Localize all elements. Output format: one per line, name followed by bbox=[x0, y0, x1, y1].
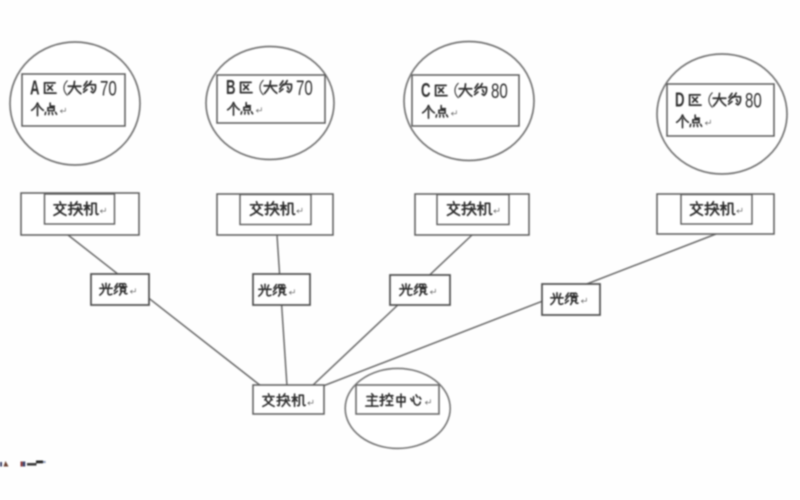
svg-text:70: 70 bbox=[100, 76, 117, 100]
svg-text:70: 70 bbox=[296, 75, 313, 99]
svg-text:B: B bbox=[226, 76, 236, 98]
svg-text:80: 80 bbox=[745, 88, 762, 112]
svg-text:C: C bbox=[421, 79, 431, 101]
svg-text:D: D bbox=[675, 89, 685, 111]
svg-text:80: 80 bbox=[491, 78, 508, 102]
svg-text:A: A bbox=[30, 77, 40, 99]
